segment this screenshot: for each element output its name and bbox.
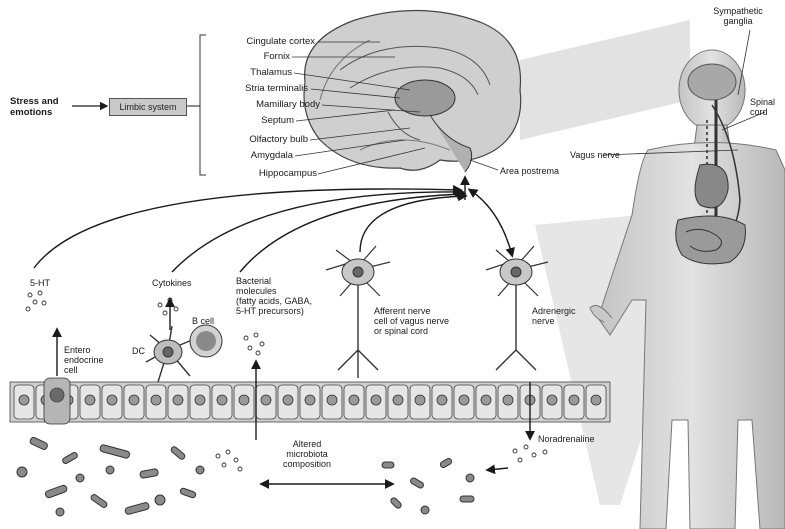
label-noradrenaline: Noradrenaline — [538, 434, 595, 444]
label-adrenergic-nerve: Adrenergic nerve — [532, 306, 576, 326]
limbic-system-box: Limbic system — [109, 98, 187, 116]
label-amygdala: Amygdala — [183, 151, 293, 161]
label-hippocampus: Hippocampus — [207, 169, 317, 179]
label-septum: Septum — [184, 116, 294, 126]
label-fornix: Fornix — [180, 52, 290, 62]
label-b-cell: B cell — [192, 316, 214, 326]
label-area-postrema: Area postrema — [500, 166, 559, 176]
label-olfactory-bulb: Olfactory bulb — [198, 135, 308, 145]
gut-epithelium — [10, 378, 610, 424]
arrow-afferent-to-brain — [360, 196, 465, 252]
label-spinal-cord: Spinal cord — [750, 97, 775, 117]
label-afferent-nerve: Afferent nerve cell of vagus nerve or sp… — [374, 306, 449, 336]
arrow-cytokines-to-brain — [172, 192, 462, 272]
arrow-brain-adrenergic — [470, 190, 512, 255]
brain-zoom-wedge — [520, 20, 690, 140]
arrow-to-microbes — [488, 468, 508, 470]
microbiota — [17, 436, 474, 516]
arrow-5ht-to-brain — [34, 189, 460, 268]
dendritic-cell — [146, 326, 192, 382]
label-bacterial-molecules: Bacterial molecules (fatty acids, GABA, … — [236, 276, 312, 316]
label-enteroendocrine-cell: Entero endocrine cell — [64, 345, 104, 375]
label-cytokines: Cytokines — [152, 278, 192, 288]
stress-label: Stress and emotions — [10, 96, 59, 118]
label-cingulate-cortex: Cingulate cortex — [205, 37, 315, 47]
b-cell — [190, 325, 222, 357]
label-stria-terminalis: Stria terminalis — [198, 84, 308, 94]
label-altered-microbiota: Altered microbiota composition — [283, 439, 331, 469]
label-mamillary-body: Mamillary body — [210, 100, 320, 110]
label-sympathetic-ganglia: Sympathetic ganglia — [708, 6, 768, 26]
label-dc: DC — [132, 346, 145, 356]
label-5ht: 5-HT — [30, 278, 50, 288]
label-thalamus: Thalamus — [182, 68, 292, 78]
label-vagus-nerve: Vagus nerve — [570, 150, 620, 160]
